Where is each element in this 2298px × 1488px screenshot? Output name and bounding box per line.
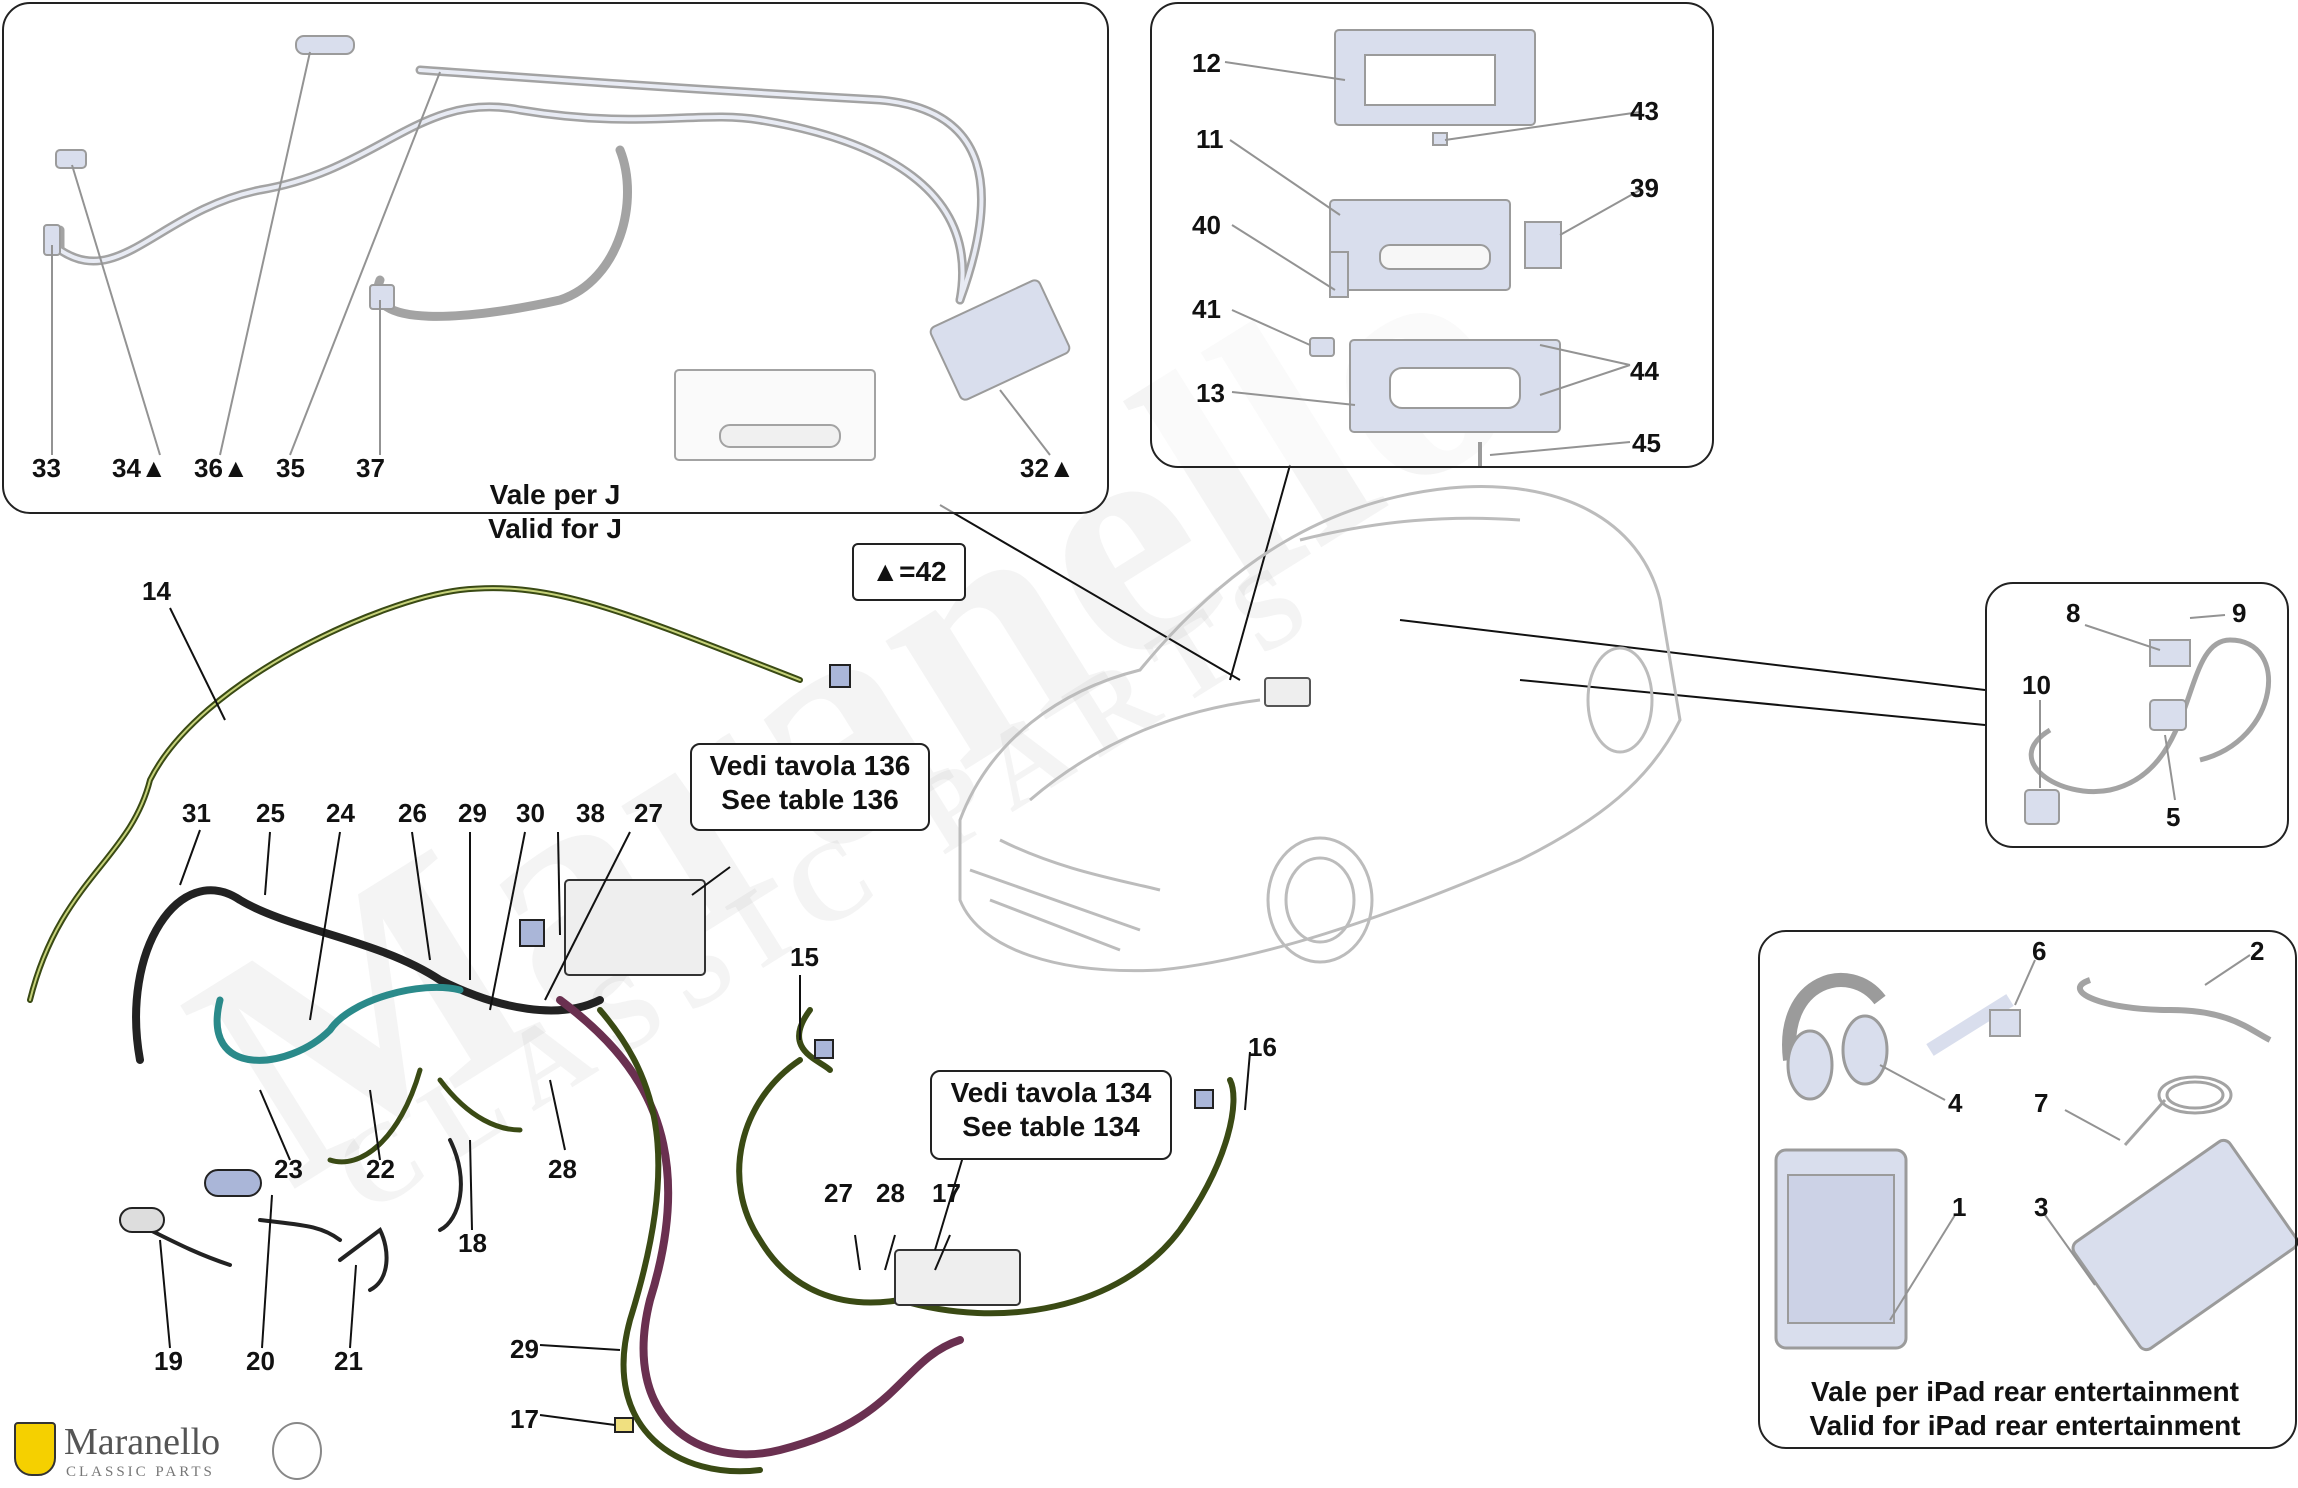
- connector-14: [829, 664, 851, 688]
- note-table-136-it: Vedi tavola 136: [709, 750, 911, 781]
- callout-27-lower: 27: [824, 1178, 853, 1208]
- panel-radio-exploded: [1150, 2, 1714, 468]
- note-table-134: Vedi tavola 134 See table 134: [930, 1070, 1172, 1160]
- callout-41: 41: [1192, 294, 1221, 324]
- panel-ipad: [1758, 930, 2297, 1449]
- callout-44: 44: [1630, 356, 1659, 386]
- callout-19: 19: [154, 1346, 183, 1376]
- callout-30: 30: [516, 798, 545, 828]
- callout-34: 34▲: [112, 453, 167, 483]
- logo-subtitle: CLASSIC PARTS: [66, 1464, 215, 1480]
- callout-7: 7: [2034, 1088, 2049, 1118]
- connector-17: [614, 1417, 634, 1433]
- callout-18: 18: [458, 1228, 487, 1258]
- callout-45: 45: [1632, 428, 1661, 458]
- callout-4: 4: [1948, 1088, 1963, 1118]
- callout-26: 26: [398, 798, 427, 828]
- radio-unit-136: [564, 879, 706, 976]
- leaders-main: [159, 607, 1251, 1426]
- callout-21: 21: [334, 1346, 363, 1376]
- callout-2: 2: [2250, 936, 2265, 966]
- callout-10: 10: [2022, 670, 2051, 700]
- callout-31: 31: [182, 798, 211, 828]
- callout-3: 3: [2034, 1192, 2049, 1222]
- note-table-136-en: See table 136: [721, 784, 899, 815]
- note-valid-for-j-it: Vale per J: [489, 479, 621, 510]
- connector-38: [519, 919, 545, 947]
- callout-15: 15: [790, 942, 819, 972]
- note-ipad: Vale per iPad rear entertainment Valid f…: [1760, 1375, 2290, 1443]
- connector-16: [1194, 1089, 1214, 1109]
- triangle-note: ▲=42: [852, 543, 966, 601]
- callout-14: 14: [142, 576, 171, 606]
- callout-28-lower: 28: [876, 1178, 905, 1208]
- trident-badge-icon: [272, 1422, 322, 1480]
- module-134: [894, 1249, 1021, 1306]
- connector-15: [814, 1039, 834, 1059]
- note-ipad-en: Valid for iPad rear entertainment: [1809, 1410, 2241, 1441]
- callout-35: 35: [276, 453, 305, 483]
- switch-19: [119, 1207, 165, 1233]
- callout-40: 40: [1192, 210, 1221, 240]
- callout-9: 9: [2232, 598, 2247, 628]
- callout-23: 23: [274, 1154, 303, 1184]
- callout-29-lower: 29: [510, 1334, 539, 1364]
- switch-20: [204, 1169, 262, 1197]
- callout-25: 25: [256, 798, 285, 828]
- callout-17-upper: 17: [932, 1178, 961, 1208]
- callout-27-upper: 27: [634, 798, 663, 828]
- car-leaders: [939, 464, 1986, 726]
- callout-20: 20: [246, 1346, 275, 1376]
- callout-11: 11: [1196, 124, 1224, 154]
- callout-39: 39: [1630, 173, 1659, 203]
- callout-32: 32▲: [1020, 453, 1075, 483]
- shield-icon: [14, 1422, 56, 1476]
- callout-28-upper: 28: [548, 1154, 577, 1184]
- callout-1: 1: [1952, 1192, 1967, 1222]
- maranello-logo: Maranello CLASSIC PARTS: [10, 1420, 330, 1484]
- callout-24: 24: [326, 798, 355, 828]
- callout-17-lower: 17: [510, 1404, 539, 1434]
- note-table-134-en: See table 134: [962, 1111, 1140, 1142]
- callout-22: 22: [366, 1154, 395, 1184]
- logo-name: Maranello: [64, 1421, 221, 1463]
- callout-16: 16: [1248, 1032, 1277, 1062]
- harness-main: [27, 585, 1237, 1475]
- radio-on-car: [1264, 677, 1311, 707]
- note-valid-for-j: Vale per J Valid for J: [455, 478, 655, 546]
- callout-6: 6: [2032, 936, 2047, 966]
- callout-12: 12: [1192, 48, 1221, 78]
- note-valid-for-j-en: Valid for J: [488, 513, 622, 544]
- car-outline: [958, 485, 1682, 973]
- callout-43: 43: [1630, 96, 1659, 126]
- callout-13: 13: [1196, 378, 1225, 408]
- note-table-134-it: Vedi tavola 134: [950, 1077, 1152, 1108]
- note-ipad-it: Vale per iPad rear entertainment: [1811, 1376, 2239, 1407]
- callout-36: 36▲: [194, 453, 249, 483]
- callout-5: 5: [2166, 802, 2181, 832]
- panel-valid-for-j: [2, 2, 1109, 514]
- callout-33: 33: [32, 453, 61, 483]
- callout-38: 38: [576, 798, 605, 828]
- callout-29-upper: 29: [458, 798, 487, 828]
- panel-usb: [1985, 582, 2289, 848]
- callout-37: 37: [356, 453, 385, 483]
- callout-8: 8: [2066, 598, 2081, 628]
- note-table-136: Vedi tavola 136 See table 136: [690, 743, 930, 831]
